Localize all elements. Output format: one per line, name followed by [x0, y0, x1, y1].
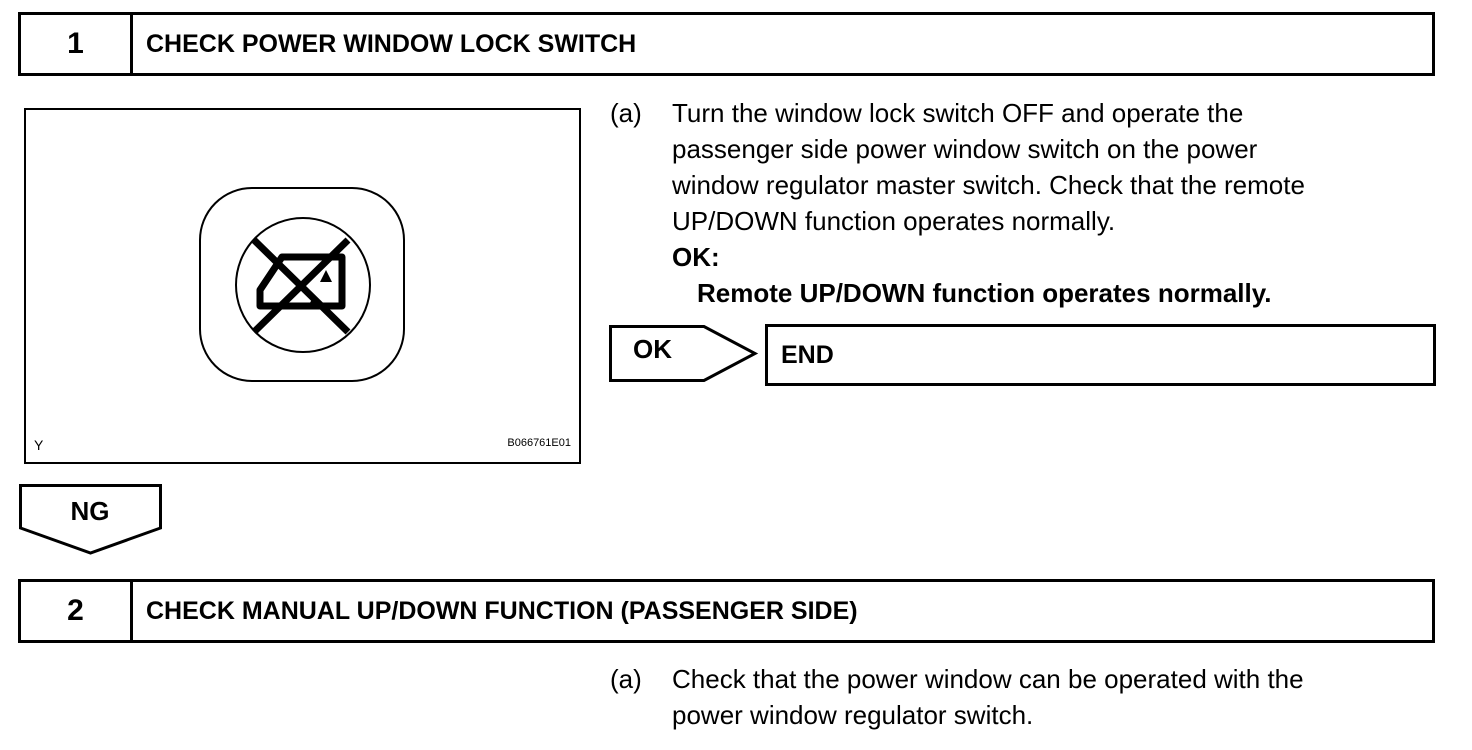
- ok-arrow-icon: [609, 325, 759, 382]
- window-lock-prohibited-icon: [199, 187, 405, 382]
- instruction-body: Check that the power window can be opera…: [672, 661, 1304, 733]
- step-title: CHECK MANUAL UP/DOWN FUNCTION (PASSENGER…: [146, 596, 858, 625]
- instruction-body: Turn the window lock switch OFF and oper…: [672, 95, 1305, 311]
- ng-arrow-icon: [19, 484, 162, 555]
- instruction-line: Turn the window lock switch OFF and oper…: [672, 98, 1244, 128]
- step-number: 1: [21, 15, 133, 73]
- figure-code: B066761E01: [507, 437, 571, 449]
- instruction-line: window regulator master switch. Check th…: [672, 170, 1305, 200]
- instruction-marker: (a): [610, 98, 642, 128]
- step-2-header: 2 CHECK MANUAL UP/DOWN FUNCTION (PASSENG…: [18, 579, 1435, 643]
- instruction-line: passenger side power window switch on th…: [672, 134, 1258, 164]
- step-number: 2: [21, 582, 133, 640]
- ng-branch-label: NG: [70, 496, 110, 526]
- end-box: END: [765, 324, 1436, 386]
- instruction-line: power window regulator switch.: [672, 700, 1034, 730]
- ok-criteria-label: OK:: [672, 242, 720, 272]
- step-title: CHECK POWER WINDOW LOCK SWITCH: [146, 29, 637, 58]
- figure-corner-letter: Y: [34, 437, 44, 453]
- instruction-line: Check that the power window can be opera…: [672, 664, 1304, 694]
- step-1-header: 1 CHECK POWER WINDOW LOCK SWITCH: [18, 12, 1435, 76]
- illustration-figure: Y B066761E01: [24, 108, 581, 464]
- ok-branch-label: OK: [633, 334, 672, 364]
- instruction-line: UP/DOWN function operates normally.: [672, 206, 1116, 236]
- instruction-marker: (a): [610, 664, 642, 694]
- ok-criteria-result: Remote UP/DOWN function operates normall…: [697, 278, 1272, 308]
